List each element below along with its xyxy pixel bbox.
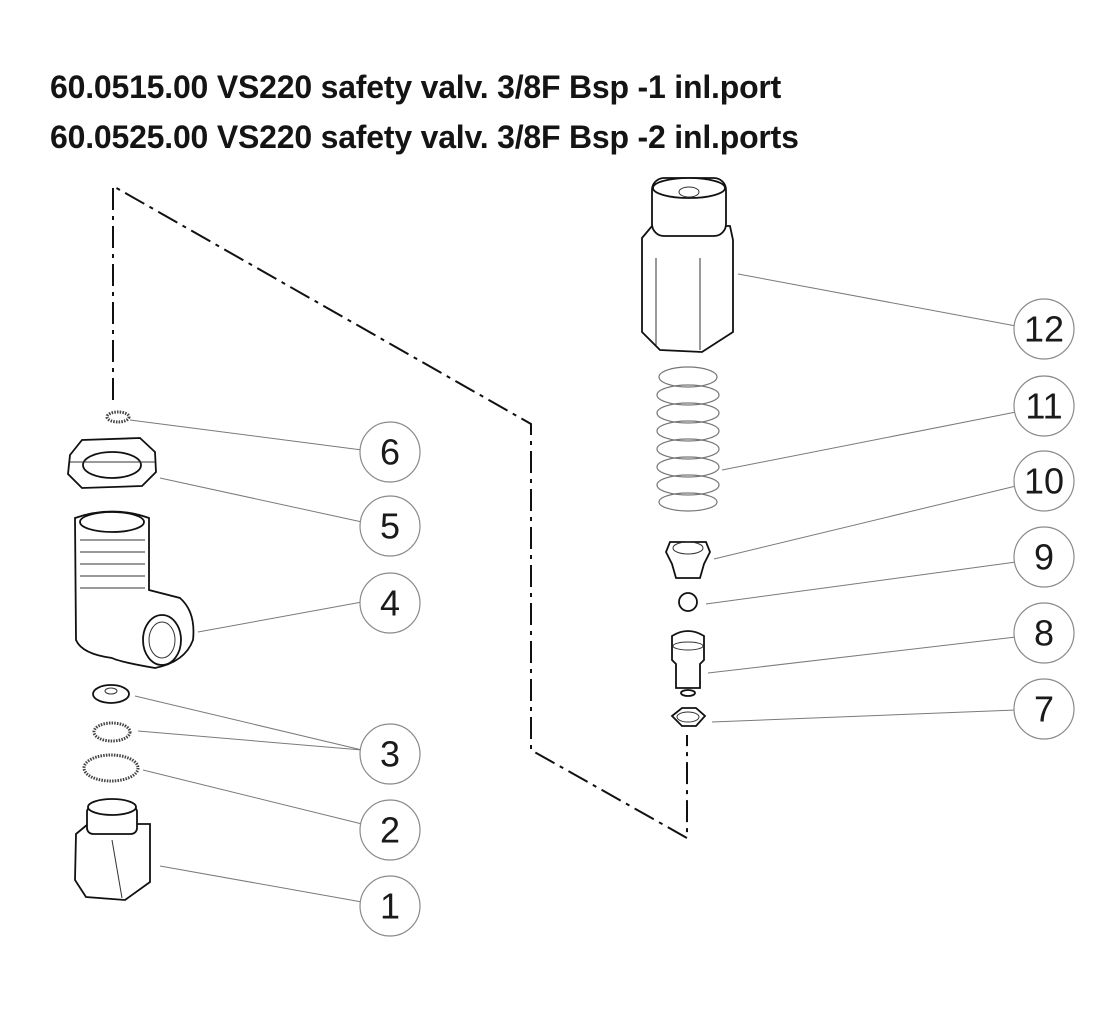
- part-5-locknut: [67, 437, 157, 489]
- callout-12: 12: [1013, 298, 1075, 360]
- callout-6-label: 6: [380, 432, 400, 473]
- assembly-axis-line: [112, 184, 688, 840]
- title-block: 60.0515.00 VS220 safety valv. 3/8F Bsp -…: [50, 62, 799, 162]
- part-2-oring: [82, 753, 140, 783]
- callout-9: 9: [1013, 526, 1075, 588]
- part-1-hex-adapter: [74, 798, 151, 901]
- callout-7: 7: [1013, 678, 1075, 740]
- title-line-2: 60.0525.00 VS220 safety valv. 3/8F Bsp -…: [50, 119, 799, 155]
- part-10-guide: [665, 541, 711, 579]
- part-8-piston: [671, 630, 705, 697]
- callout-1: 1: [359, 875, 421, 937]
- callout-11-label: 11: [1025, 386, 1062, 427]
- part-12-cap: [641, 177, 734, 353]
- callout-1-label: 1: [380, 886, 400, 927]
- callout-10-label: 10: [1024, 461, 1064, 502]
- part-3-seal: [92, 684, 132, 743]
- part-4-elbow: [74, 510, 195, 669]
- callout-11: 11: [1013, 375, 1075, 437]
- title-line-1: 60.0515.00 VS220 safety valv. 3/8F Bsp -…: [50, 69, 782, 105]
- callout-7-label: 7: [1034, 689, 1054, 730]
- leader-lines: [129, 273, 1017, 903]
- callout-5: 5: [359, 495, 421, 557]
- callout-2-label: 2: [380, 810, 400, 851]
- callout-8-label: 8: [1034, 613, 1054, 654]
- callout-5-label: 5: [380, 506, 400, 547]
- part-7-washer: [670, 707, 707, 727]
- part-6-oring: [105, 410, 131, 424]
- callout-12-label: 12: [1024, 309, 1064, 350]
- callout-4-label: 4: [380, 583, 400, 624]
- callout-6: 6: [359, 421, 421, 483]
- callout-10: 10: [1013, 450, 1075, 512]
- part-11-spring: [656, 366, 720, 512]
- callout-4: 4: [359, 572, 421, 634]
- callout-2: 2: [359, 799, 421, 861]
- callout-8: 8: [1013, 602, 1075, 664]
- callout-9-label: 9: [1034, 537, 1054, 578]
- callout-3: 3: [359, 723, 421, 785]
- part-9-ball: [678, 592, 698, 612]
- callout-3-label: 3: [380, 734, 400, 775]
